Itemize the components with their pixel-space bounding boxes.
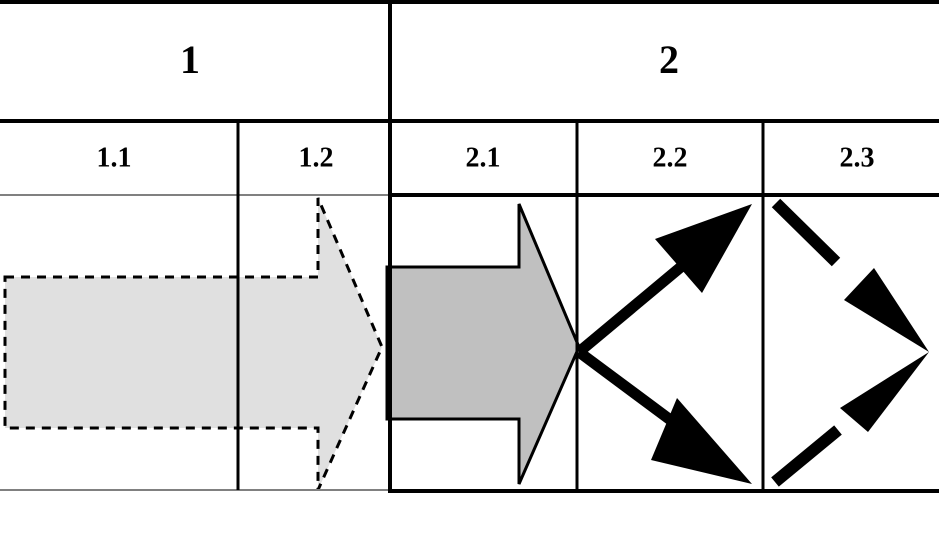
merge-arrow-top-dash-1	[771, 198, 841, 267]
split-arrow-down-head	[651, 398, 752, 484]
merge-arrow-bottom-dash-1	[771, 425, 842, 487]
merge-arrow-top-head	[844, 268, 929, 352]
solid-arrow-shape	[385, 203, 581, 485]
subheader-2-1: 2.1	[466, 142, 501, 173]
table-grid	[0, 0, 939, 493]
subheader-1-2: 1.2	[299, 142, 334, 173]
merge-arrows	[771, 198, 929, 487]
split-arrows	[575, 204, 752, 484]
subheader-2-3: 2.3	[840, 142, 875, 173]
split-arrow-up-head	[655, 204, 752, 293]
header-group-2: 2	[659, 37, 679, 82]
merge-arrow-bottom-head	[840, 352, 929, 432]
subheader-1-1: 1.1	[97, 142, 132, 173]
dashed-arrow-shape	[3, 197, 384, 491]
split-arrow-up-shaft	[575, 251, 698, 357]
header-group-1: 1	[180, 37, 200, 82]
subheader-2-2: 2.2	[653, 142, 688, 173]
